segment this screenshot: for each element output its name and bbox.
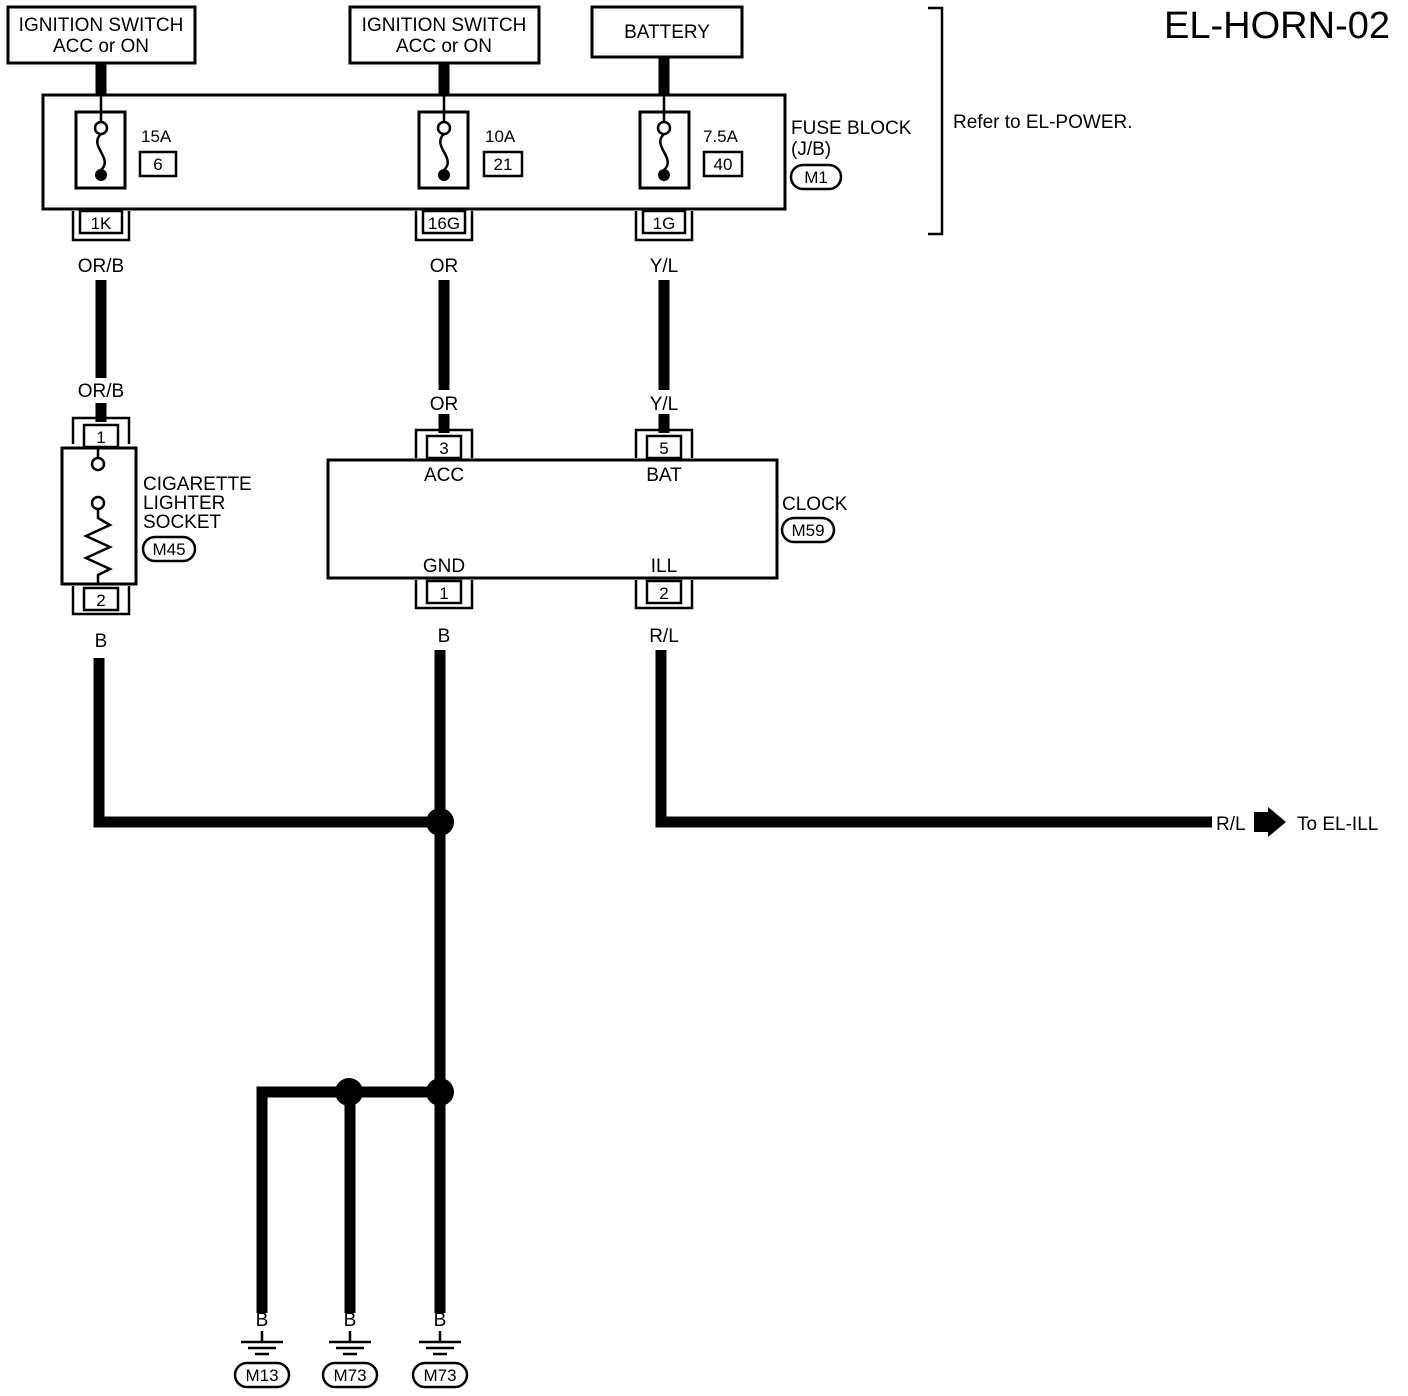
wire-color-label: Y/L (650, 394, 679, 415)
wire-color-label: B (434, 1310, 447, 1331)
ground-connector: M73 (333, 1366, 366, 1385)
fuse-block-sublabel: (J/B) (791, 139, 831, 160)
fuse-number: 6 (153, 155, 162, 174)
wire-color-label: Y/L (650, 256, 679, 277)
wire-color-label: OR/B (78, 256, 124, 277)
ill-wire-label: R/L (1216, 814, 1246, 835)
source-label: IGNITION SWITCH (19, 15, 184, 36)
source-label: IGNITION SWITCH (362, 15, 527, 36)
ill-output-wire (655, 650, 1212, 828)
fuse-number: 40 (714, 155, 733, 174)
terminal-1k: 1K (71, 209, 131, 242)
refer-note: Refer to EL-POWER. (953, 112, 1133, 133)
refer-bracket (928, 6, 944, 236)
wire-color-label: B (344, 1310, 357, 1331)
lighter-connector: M45 (152, 540, 185, 559)
pin-number: 2 (96, 591, 105, 610)
source-sublabel: ACC or ON (53, 36, 149, 57)
clock-unit: 3 5 ACC BAT GND ILL 1 2 (326, 414, 779, 610)
source-ignition-switch-2: IGNITION SWITCH ACC or ON (348, 5, 541, 65)
fuse-7-5a: 7.5A 40 (638, 96, 744, 190)
clock-terminal-gnd: GND (423, 556, 465, 577)
wire-color-label: B (438, 626, 451, 647)
ground-m13: B M13 (233, 1310, 291, 1389)
svg-text:1K: 1K (91, 214, 112, 233)
ill-destination: To EL-ILL (1297, 814, 1378, 835)
pin-number: 1 (96, 428, 105, 447)
fuse-15a: 15A 6 (74, 96, 178, 190)
wire-color-label: R/L (649, 626, 679, 647)
fuse-block-label: FUSE BLOCK (791, 118, 912, 139)
source-ignition-switch-1: IGNITION SWITCH ACC or ON (6, 5, 197, 65)
lighter-label: LIGHTER (143, 493, 225, 514)
lighter-label: CIGARETTE (143, 474, 252, 495)
source-label: BATTERY (624, 22, 710, 43)
ground-connector: M73 (423, 1366, 456, 1385)
svg-text:1G: 1G (653, 214, 676, 233)
source-battery: BATTERY (590, 5, 744, 59)
wire-color-label: OR (430, 394, 459, 415)
ground-m73-2: B M73 (411, 1310, 469, 1389)
pin-number: 1 (439, 584, 448, 603)
clock-terminal-acc: ACC (424, 465, 464, 486)
splice-point (426, 808, 454, 836)
fuse-10a: 10A 21 (417, 96, 524, 190)
svg-text:16G: 16G (428, 214, 460, 233)
wire-color-label: OR (430, 256, 459, 277)
wire-color-label: B (95, 631, 108, 652)
source-sublabel: ACC or ON (396, 36, 492, 57)
clock-terminal-ill: ILL (651, 556, 677, 577)
pin-number: 5 (659, 439, 668, 458)
fuse-rating: 7.5A (703, 127, 739, 146)
fuse-block-connector: M1 (804, 168, 828, 187)
wire-color-label: OR/B (78, 381, 124, 402)
arrow-right-icon (1254, 807, 1286, 837)
pin-number: 2 (659, 584, 668, 603)
clock-connector: M59 (791, 521, 824, 540)
ground-bus-wire (256, 1086, 440, 1313)
fuse-number: 21 (494, 155, 513, 174)
clock-terminal-bat: BAT (646, 465, 682, 486)
cigarette-lighter-socket: 1 2 (60, 403, 138, 616)
pin-number: 3 (439, 439, 448, 458)
lighter-label: SOCKET (143, 512, 222, 533)
wire-color-label: B (256, 1310, 269, 1331)
terminal-16g: 16G (414, 209, 474, 242)
lighter-ground-wire (93, 658, 440, 828)
ground-connector: M13 (245, 1366, 278, 1385)
terminal-1g: 1G (634, 209, 694, 242)
clock-label: CLOCK (782, 494, 848, 515)
diagram-title: EL-HORN-02 (1164, 5, 1390, 47)
ground-m73-1: B M73 (321, 1310, 379, 1389)
fuse-rating: 15A (141, 127, 172, 146)
fuse-block: 15A 6 10A 21 7.5A 40 (41, 93, 787, 211)
fuse-rating: 10A (485, 127, 516, 146)
